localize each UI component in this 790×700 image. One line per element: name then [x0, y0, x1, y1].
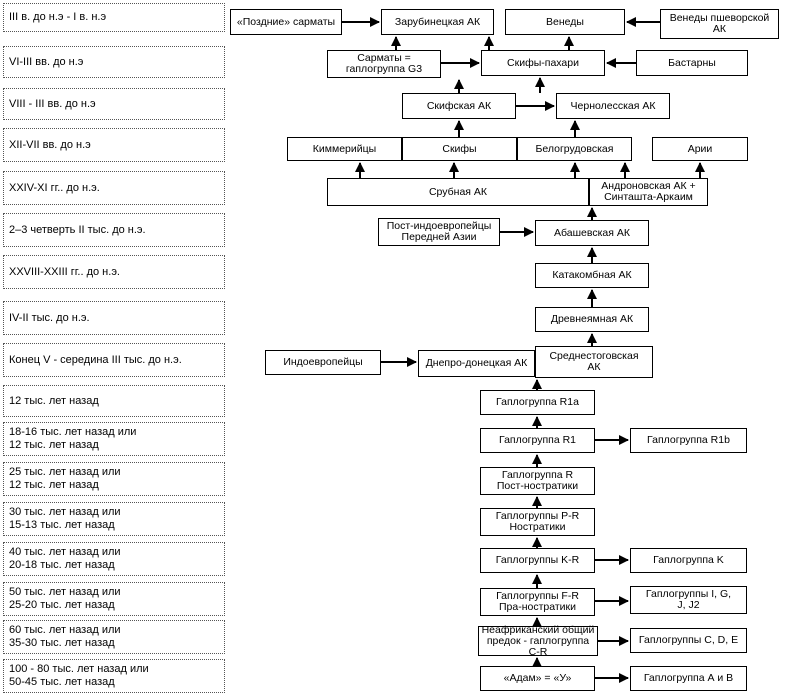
node-haplogroup-k: Гаплогруппа K	[630, 548, 747, 573]
node-indoevropeytsy: Индоевропейцы	[265, 350, 381, 375]
era-label: 30 тыс. лет назад или 15-13 тыс. лет наз…	[3, 502, 225, 536]
node-pozdnie-sarmaty: «Поздние» сарматы	[230, 9, 342, 35]
era-label: 18-16 тыс. лет назад или 12 тыс. лет наз…	[3, 422, 225, 456]
node-haplogroup-r1b: Гаплогруппа R1b	[630, 428, 747, 453]
node-common-ancestor: Неафриканский общий предок - гаплогруппа…	[478, 624, 598, 657]
node-haplogroups-c-d-e: Гаплогруппы C, D, E	[630, 628, 747, 653]
era-label: 100 - 80 тыс. лет назад или 50-45 тыс. л…	[3, 659, 225, 693]
node-belogrudovskaya: Белогрудовская	[517, 137, 632, 161]
node-chernolesskaya: Чернолесская АК	[556, 93, 670, 119]
node-skify: Скифы	[402, 137, 517, 161]
node-adam: «Адам» = «У»	[480, 666, 595, 691]
node-skify-pahari: Скифы-пахари	[481, 50, 605, 76]
era-label: XXIV-XI гг.. до н.э.	[3, 171, 225, 205]
node-bastarny: Бастарны	[636, 50, 748, 76]
era-label: 60 тыс. лет назад или 35-30 тыс. лет наз…	[3, 620, 225, 654]
era-label: IV-II тыс. до н.э.	[3, 301, 225, 335]
era-label: 25 тыс. лет назад или 12 тыс. лет назад	[3, 462, 225, 496]
node-venedy: Венеды	[505, 9, 625, 35]
node-zarubinetskaya: Зарубинецкая АК	[381, 9, 494, 35]
node-skifskaya: Скифская АК	[402, 93, 516, 119]
node-sarmaty-g3: Сарматы = гаплогруппа G3	[327, 50, 441, 78]
node-drevneyamnaya: Древнеямная АК	[535, 307, 649, 332]
era-label: 50 тыс. лет назад или 25-20 тыс. лет наз…	[3, 582, 225, 616]
era-label: 40 тыс. лет назад или 20-18 тыс. лет наз…	[3, 542, 225, 576]
node-srednestogovskaya: Среднестоговская АК	[535, 346, 653, 378]
node-haplogroup-r: Гаплогруппа R Пост-ностратики	[480, 467, 595, 495]
node-andronovskaya: Андроновская АК + Синташта-Аркаим	[589, 178, 708, 206]
node-post-indoevropeytsy: Пост-индоевропейцы Передней Азии	[378, 218, 500, 246]
node-arii: Арии	[652, 137, 748, 161]
node-haplogroups-k-r: Гаплогруппы K-R	[480, 548, 595, 573]
node-katakombnaya: Катакомбная АК	[535, 263, 649, 288]
era-label: VIII - III вв. до н.э	[3, 88, 225, 120]
node-haplogroups-f-r: Гаплогруппы F-R Пра-ностратики	[480, 588, 595, 616]
era-label: Конец V - середина III тыс. до н.э.	[3, 343, 225, 377]
node-venedy-pshevorskoy: Венеды пшеворской АК	[660, 9, 779, 39]
node-haplogroups-a-b: Гаплогруппа А и В	[630, 666, 747, 691]
era-label: XXVIII-XXIII гг.. до н.э.	[3, 255, 225, 289]
node-dnepro-donetskaya: Днепро-донецкая АК	[418, 350, 535, 377]
era-label: 2–3 четверть II тыс. до н.э.	[3, 213, 225, 247]
node-haplogroup-r1: Гаплогруппа R1	[480, 428, 595, 453]
node-haplogroup-r1a: Гаплогруппа R1a	[480, 390, 595, 415]
era-label: VI-III вв. до н.э	[3, 46, 225, 78]
node-srubnaya: Срубная АК	[327, 178, 589, 206]
era-label: 12 тыс. лет назад	[3, 385, 225, 417]
node-kimmeriytsy: Киммерийцы	[287, 137, 402, 161]
node-abashevskaya: Абашевская АК	[535, 220, 649, 246]
era-label: III в. до н.э - I в. н.э	[3, 3, 225, 32]
era-label: XII-VII вв. до н.э	[3, 128, 225, 162]
node-haplogroups-p-r: Гаплогруппы P-R Ностратики	[480, 508, 595, 536]
node-haplogroups-i-g-j: Гаплогруппы I, G, J, J2	[630, 586, 747, 614]
